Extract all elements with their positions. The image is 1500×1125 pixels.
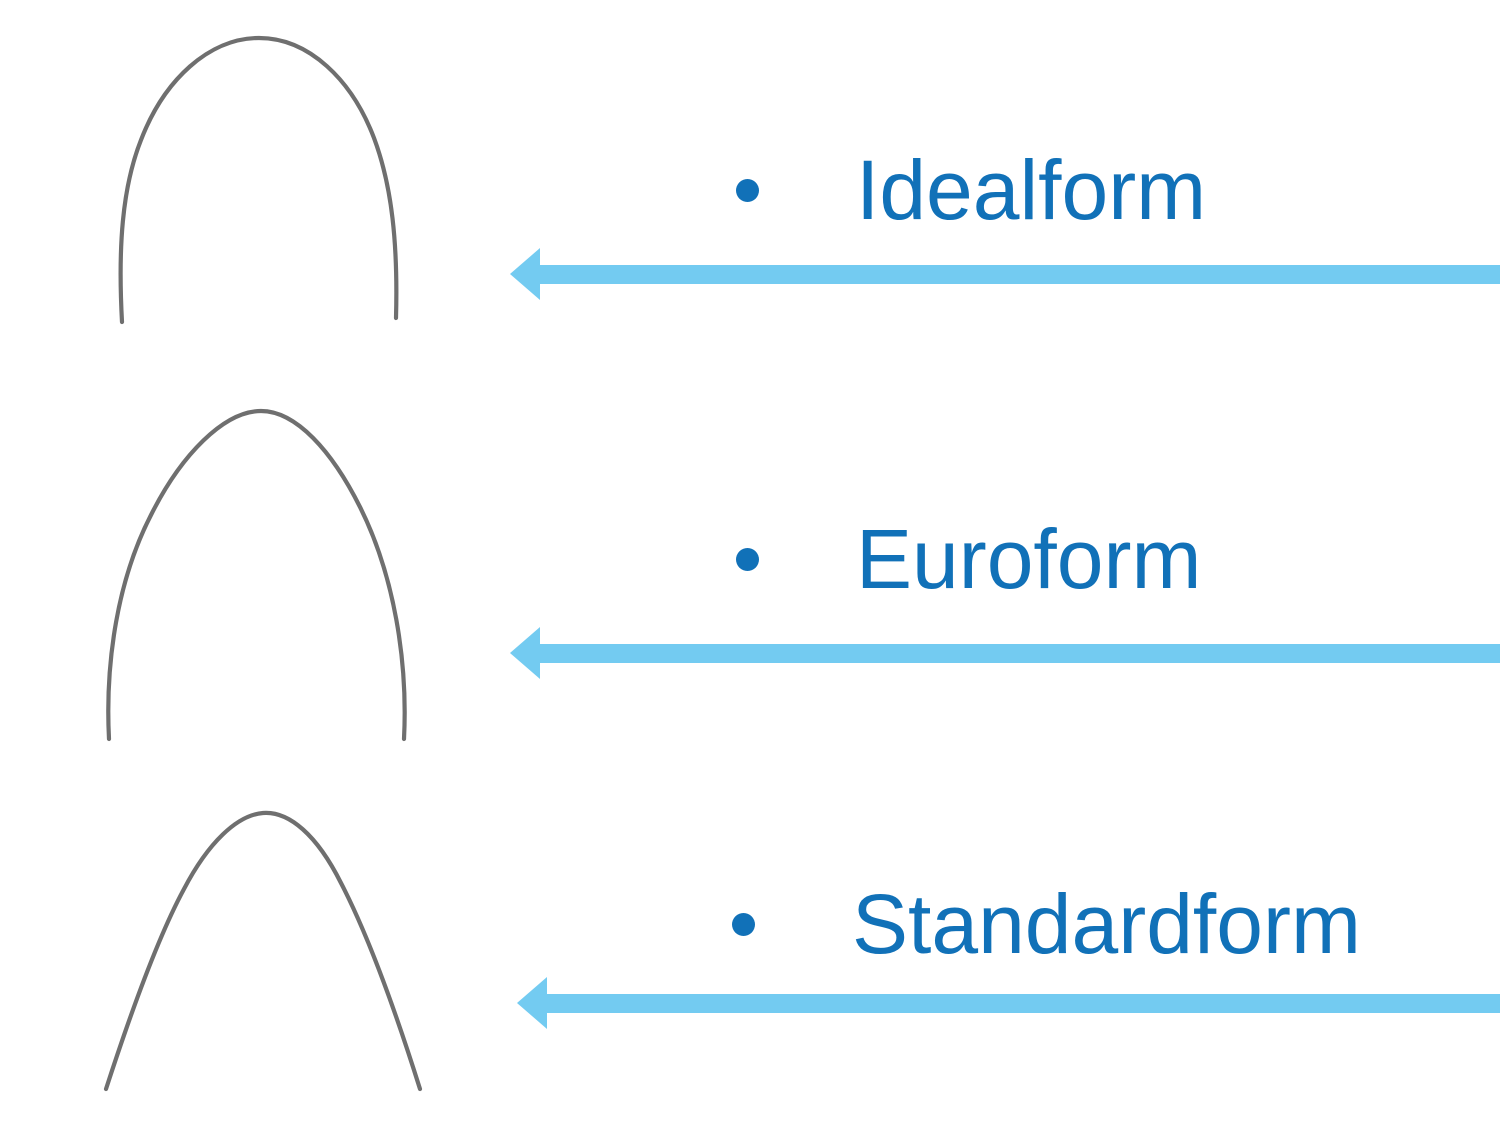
bullet-dot-icon (736, 178, 759, 202)
bullet-dot-icon (736, 547, 759, 571)
arrow-shaft (547, 993, 1500, 1013)
bullet-line-idealform: Idealform (736, 146, 1206, 234)
arrow-shaft (540, 264, 1500, 284)
bullet-dot-icon (732, 912, 755, 936)
bullet-line-euroform: Euroform (736, 515, 1201, 603)
archform-label-idealform: Idealform (856, 143, 1207, 237)
left-arrow-icon (510, 627, 1500, 679)
archform-label-euroform: Euroform (856, 512, 1202, 606)
bullet-line-standardform: Standardform (732, 880, 1361, 968)
arrow-head (517, 977, 547, 1029)
arrow-head (510, 248, 540, 300)
archwire-idealform-image (118, 35, 399, 325)
archwire-standardform-image (103, 810, 423, 1092)
arrow-shaft (540, 643, 1500, 663)
left-arrow-icon (510, 248, 1500, 300)
left-arrow-icon (517, 977, 1500, 1029)
arrow-head (510, 627, 540, 679)
archform-label-standardform: Standardform (852, 877, 1361, 971)
archwire-euroform-image (106, 408, 407, 742)
